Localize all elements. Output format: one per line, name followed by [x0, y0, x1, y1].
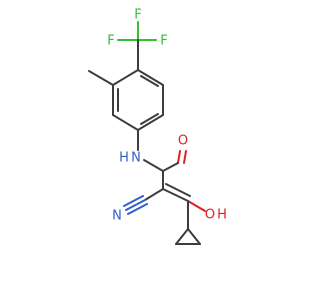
atom-nitrile-n: N — [112, 209, 122, 224]
atom-hydroxyl-h: H — [217, 208, 227, 223]
bond-nitrile-triple-3 — [127, 203, 148, 215]
bond-carbonyl-o — [177, 150, 181, 164]
bond-enol-oh — [187, 200, 206, 212]
cyclopropyl-bond-3 — [187, 228, 201, 245]
ring-bond-3 — [112, 114, 139, 131]
atom-f-top: F — [134, 8, 141, 23]
bond-alpha-nitrile-c — [144, 188, 164, 201]
bond-nitrile-triple-2 — [123, 195, 144, 207]
bond-alpha-enol-double — [165, 183, 191, 197]
atom-amide-h: H — [119, 151, 129, 166]
atom-f-right: F — [160, 34, 167, 49]
bond-methyl — [88, 70, 114, 86]
atom-amide-o: O — [178, 134, 188, 149]
ring-double-3 — [140, 75, 159, 87]
atom-amide-n: N — [131, 151, 141, 166]
ring-bond-4 — [137, 114, 164, 131]
bond-carbonyl-o-double — [183, 150, 187, 164]
ring-bond-1 — [112, 69, 139, 86]
bond-carbonyl-o-base — [162, 162, 179, 172]
ring-double-2 — [140, 113, 159, 125]
molecule-structure: F F F H N O N O H — [88, 8, 227, 245]
bond-n-carbonyl — [143, 159, 164, 172]
ring-bond-6 — [137, 69, 164, 86]
atom-f-left: F — [107, 34, 114, 49]
bond-alpha-enol — [162, 188, 189, 202]
bond-nitrile-triple-1 — [125, 199, 146, 211]
atom-hydroxyl-o: O — [205, 208, 215, 223]
cyclopropyl-bond-1 — [175, 228, 189, 245]
